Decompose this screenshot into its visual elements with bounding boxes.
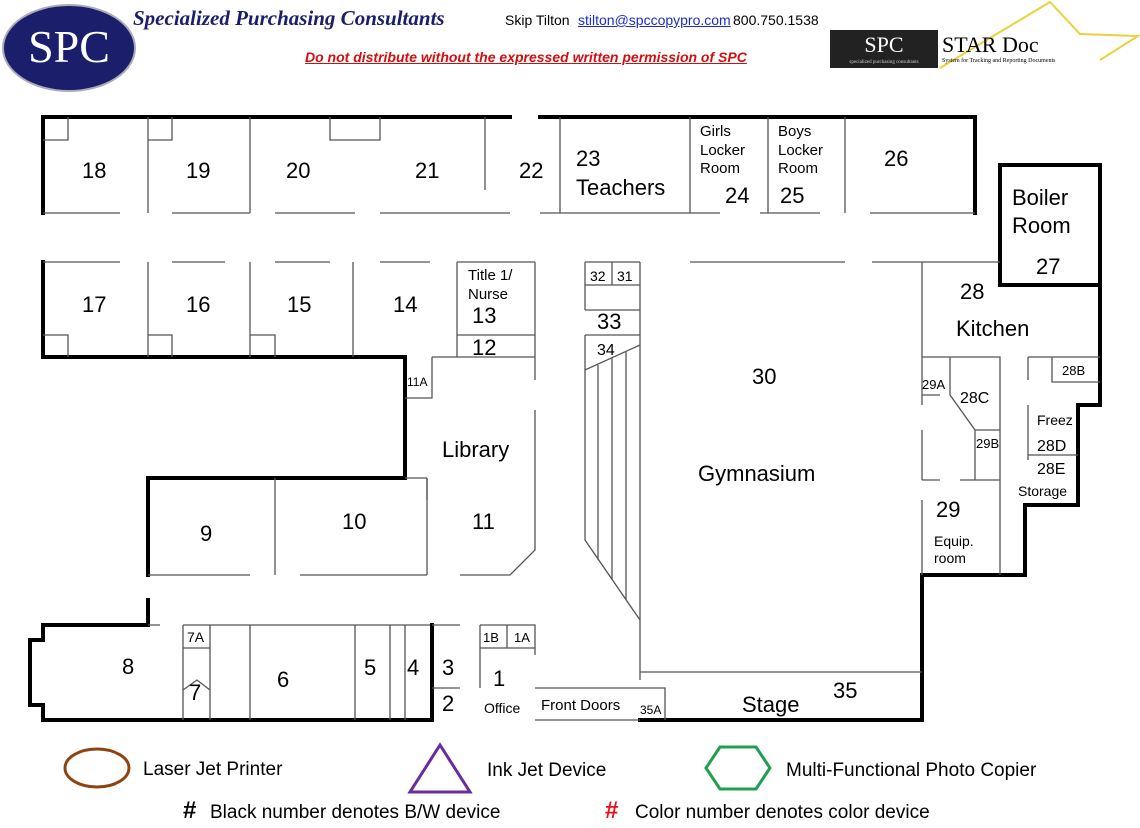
room-12-label: 12 — [472, 335, 496, 360]
room-34-label: 34 — [597, 342, 615, 359]
walls-interior — [43, 117, 1100, 721]
room-10-label: 10 — [342, 509, 366, 534]
legend: Laser Jet Printer Ink Jet Device Multi-F… — [63, 742, 1037, 824]
star-doc-logo: SPC specialized purchasing consultants S… — [830, 0, 1140, 70]
boys-locker-label-2: Locker — [778, 142, 823, 159]
room-7-label: 7 — [189, 680, 201, 705]
front-doors-label: Front Doors — [541, 697, 620, 714]
room-3-label: 3 — [442, 655, 454, 680]
room-15-label: 15 — [287, 292, 311, 317]
legend-mfp-label: Multi-Functional Photo Copier — [786, 760, 1037, 781]
distribution-notice: Do not distribute without the expressed … — [305, 49, 747, 65]
room-32-label: 32 — [590, 268, 606, 284]
spc-logo: SPC — [2, 4, 136, 92]
room-1a-label: 1A — [514, 630, 530, 645]
room-23-label: 23 — [576, 146, 600, 171]
room-27-label: 27 — [1036, 254, 1060, 279]
boiler-room-label: Boiler — [1012, 185, 1068, 210]
inkjet-device-icon — [407, 742, 473, 794]
room-28d-label: 28D — [1037, 438, 1066, 455]
storage-label: Storage — [1018, 483, 1067, 499]
room-11a-label: 11A — [407, 375, 427, 389]
girls-locker-label-2: Locker — [700, 142, 745, 159]
room-21-label: 21 — [415, 158, 439, 183]
mfp-copier-icon — [704, 745, 772, 791]
room-28b-label: 28B — [1062, 363, 1085, 378]
room-13-label: 13 — [472, 303, 496, 328]
library-label: Library — [442, 437, 509, 462]
room-20-label: 20 — [286, 158, 310, 183]
room-9-label: 9 — [200, 521, 212, 546]
room-2-label: 2 — [442, 691, 454, 716]
nurse-label: Nurse — [468, 286, 508, 303]
room-16-label: 16 — [186, 292, 210, 317]
room-1-label: 1 — [493, 666, 505, 691]
legend-inkjet-label: Ink Jet Device — [487, 760, 606, 781]
equip-room-label-2: room — [934, 550, 966, 566]
title1-label: Title 1/ — [468, 267, 513, 284]
star-icon — [939, 0, 1140, 69]
boys-locker-label-3: Room — [778, 160, 818, 177]
room-22-label: 22 — [519, 158, 543, 183]
email-link[interactable]: stilton@spccopypro.com — [578, 12, 731, 28]
room-29-label: 29 — [936, 497, 960, 522]
gymnasium-label: Gymnasium — [698, 461, 815, 486]
room-4-label: 4 — [407, 655, 419, 680]
freezer-label: Freez — [1037, 412, 1073, 428]
bw-symbol: # — [183, 797, 196, 824]
room-35a-label: 35A — [640, 703, 661, 717]
room-8-label: 8 — [122, 654, 134, 679]
room-28c-label: 28C — [960, 390, 989, 407]
kitchen-label: Kitchen — [956, 316, 1029, 341]
office-label: Office — [484, 700, 521, 716]
room-19-label: 19 — [186, 158, 210, 183]
room-26-label: 26 — [884, 146, 908, 171]
room-33-label: 33 — [597, 309, 621, 334]
equip-room-label: Equip. — [934, 533, 974, 549]
room-28e-label: 28E — [1037, 461, 1065, 478]
room-14-label: 14 — [393, 292, 417, 317]
room-6-label: 6 — [277, 667, 289, 692]
color-note: Color number denotes color device — [635, 802, 930, 823]
teachers-label: Teachers — [576, 175, 665, 200]
laser-printer-icon — [63, 747, 131, 789]
stage-label: Stage — [742, 692, 800, 717]
girls-locker-label: Girls — [700, 123, 731, 140]
room-1b-label: 1B — [483, 630, 499, 645]
bw-note: Black number denotes B/W device — [210, 802, 500, 823]
room-24-label: 24 — [725, 183, 749, 208]
company-name: Specialized Purchasing Consultants — [133, 6, 445, 30]
room-11-label: 11 — [472, 509, 495, 534]
room-25-label: 25 — [780, 183, 804, 208]
contact-name: Skip Tilton — [505, 12, 570, 28]
phone-number: 800.750.1538 — [733, 12, 819, 28]
room-30-label: 30 — [752, 364, 776, 389]
room-5-label: 5 — [364, 655, 376, 680]
girls-locker-label-3: Room — [700, 160, 740, 177]
room-17-label: 17 — [82, 292, 106, 317]
room-29a-label: 29A — [922, 377, 945, 392]
room-35-label: 35 — [833, 678, 857, 703]
room-29b-label: 29B — [976, 436, 999, 451]
room-28-label: 28 — [960, 279, 984, 304]
color-symbol: # — [605, 797, 618, 824]
room-31-label: 31 — [617, 268, 633, 284]
boiler-room-label-2: Room — [1012, 213, 1071, 238]
room-7a-label: 7A — [187, 629, 205, 645]
boys-locker-label: Boys — [778, 123, 811, 140]
legend-laser-label: Laser Jet Printer — [143, 759, 283, 780]
room-18-label: 18 — [82, 158, 106, 183]
walls-exterior — [28, 115, 1102, 722]
room-labels: 18 19 20 21 22 23 Teachers Girls Locker … — [82, 123, 1085, 717]
